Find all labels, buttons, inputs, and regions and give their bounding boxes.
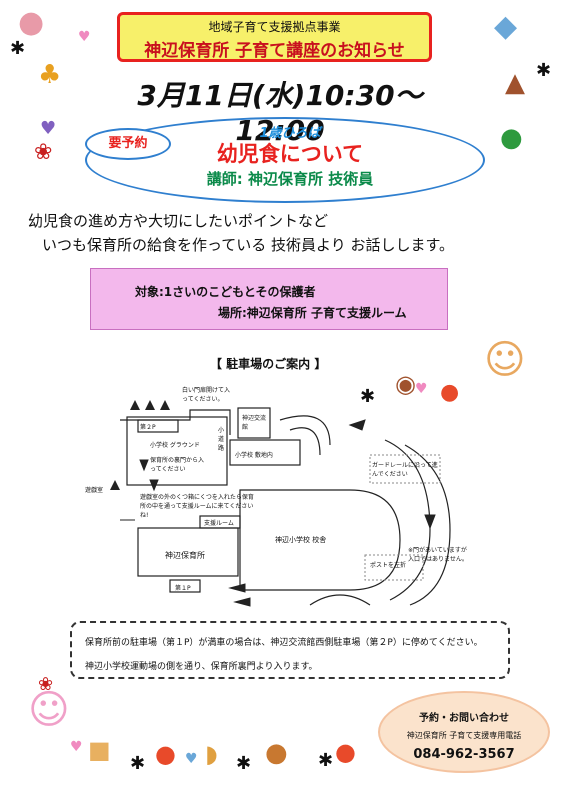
- map-label-back-gate: 保育所の裏門から入ってください: [150, 457, 205, 473]
- map-label-gate-note: 白い門扉開けて入ってください。: [182, 387, 231, 403]
- croissant-icon: ◗: [205, 740, 218, 768]
- tree-icon: [145, 400, 155, 410]
- snail-icon: ◉: [395, 370, 416, 398]
- star-icon: ✱: [10, 38, 26, 59]
- star-icon: ✱: [236, 753, 252, 774]
- map-label-road: 小道路: [218, 427, 225, 452]
- map-label-shoe-note: 遊戯室の外のくつ箱にくつを入れたら保育所の中を通って支援ルームに来てくださいね!: [140, 494, 254, 519]
- exchange-hall: [237, 407, 271, 439]
- map-label-p1: 第１P: [175, 585, 191, 592]
- contact-ellipse: 予約・お問い合わせ 神辺保育所 子育て支援専用電話 084-962-3567: [378, 691, 550, 773]
- map-label-guardrail: ガードレールに沿って進んでください: [372, 462, 438, 478]
- bread-icon: ■: [88, 736, 111, 764]
- school-ground: [126, 416, 228, 486]
- onion-icon: ●: [265, 738, 288, 768]
- map-label-school-ground: 小学校 グラウンド: [150, 442, 200, 449]
- heart-icon: ♥: [78, 29, 91, 45]
- heart-icon: ♥: [185, 751, 198, 767]
- school-building: [239, 489, 401, 591]
- heart-icon: ♥: [415, 381, 428, 397]
- details-target: 対象:1さいのこどもとその保護者: [135, 285, 316, 299]
- notice-box: 保育所前の駐車場（第１P）が満車の場合は、神辺交流館西側駐車場（第２P）に停めて…: [70, 621, 510, 679]
- mushroom-icon: ▲: [505, 68, 525, 98]
- details-place: 場所:神辺保育所 子育て支援ルーム: [218, 306, 407, 320]
- event-title: 幼児食について: [216, 142, 364, 166]
- notice-line-2: 神辺小学校運動場の側を通り、保育所裏門より入ります。: [85, 662, 318, 672]
- notice-line-1: 保育所前の駐車場（第１P）が満車の場合は、神辺交流館西側駐車場（第２P）に停めて…: [85, 638, 483, 648]
- map-label-exchange: 神辺交流館: [242, 415, 267, 431]
- star-icon: ✱: [130, 753, 146, 774]
- star-icon: ✱: [360, 386, 376, 407]
- description-line-1: 幼児食の進め方や大切にしたいポイントなど: [28, 212, 329, 230]
- heart-icon: ♥: [40, 118, 57, 139]
- parking-map: [110, 400, 451, 607]
- fish-icon: ◆: [494, 9, 518, 44]
- description-line-2: いつも保育所の給食を作っている 技術員より お話しします。: [42, 236, 454, 254]
- spoon-icon: ♣: [38, 60, 62, 90]
- map-label-gate-note-2: ※門があいていますが入口ではありません。: [408, 547, 468, 563]
- donut-icon: ●: [18, 5, 45, 40]
- heart-icon: ♥: [70, 739, 83, 755]
- tomato-icon: ●: [335, 738, 356, 766]
- pepper-icon: ●: [500, 123, 523, 153]
- title-box: 地域子育て支援拠点事業 神辺保育所 子育て講座のお知らせ: [117, 12, 432, 62]
- details-box: [90, 268, 448, 330]
- rabbit-icon: ☺: [28, 687, 70, 733]
- star-icon: ✱: [318, 750, 334, 771]
- reservation-badge: 要予約: [85, 128, 171, 160]
- cherry-icon: ❀: [38, 674, 54, 695]
- event-ellipse: [85, 117, 485, 203]
- map-label-postbox: ポストを左折: [370, 562, 407, 569]
- event-group: 1歳ひろば: [259, 126, 321, 141]
- cherry-icon: ❀: [34, 140, 53, 165]
- contact-phone: 084-962-3567: [413, 747, 515, 762]
- map-title: 【 駐車場のご案内 】: [210, 357, 327, 371]
- contact-label: 予約・お問い合わせ: [419, 713, 509, 724]
- map-label-school-site: 小学校 敷地内: [235, 452, 273, 459]
- tree-icon: [130, 400, 140, 410]
- header-title: 神辺保育所 子育て講座のお知らせ: [144, 41, 405, 61]
- map-label-nursery: 神辺保育所: [165, 551, 205, 560]
- nursery-building: [137, 527, 239, 577]
- star-icon: ✱: [536, 60, 552, 81]
- tree-icon: [160, 400, 170, 410]
- header-subtitle: 地域子育て支援拠点事業: [208, 20, 341, 34]
- map-label-support-room: 支援ルーム: [204, 520, 234, 527]
- event-lecturer: 講師: 神辺保育所 技術員: [206, 170, 374, 188]
- contact-org: 神辺保育所 子育て支援専用電話: [406, 731, 522, 740]
- cat-icon: ☺: [484, 337, 526, 383]
- tomato-icon: ●: [155, 740, 176, 768]
- map-label-school-building: 神辺小学校 校舎: [275, 536, 327, 544]
- map-label-playroom: 遊戯室: [85, 487, 104, 494]
- tomato-icon: ●: [440, 380, 460, 405]
- map-label-p2: 第２P: [140, 424, 156, 431]
